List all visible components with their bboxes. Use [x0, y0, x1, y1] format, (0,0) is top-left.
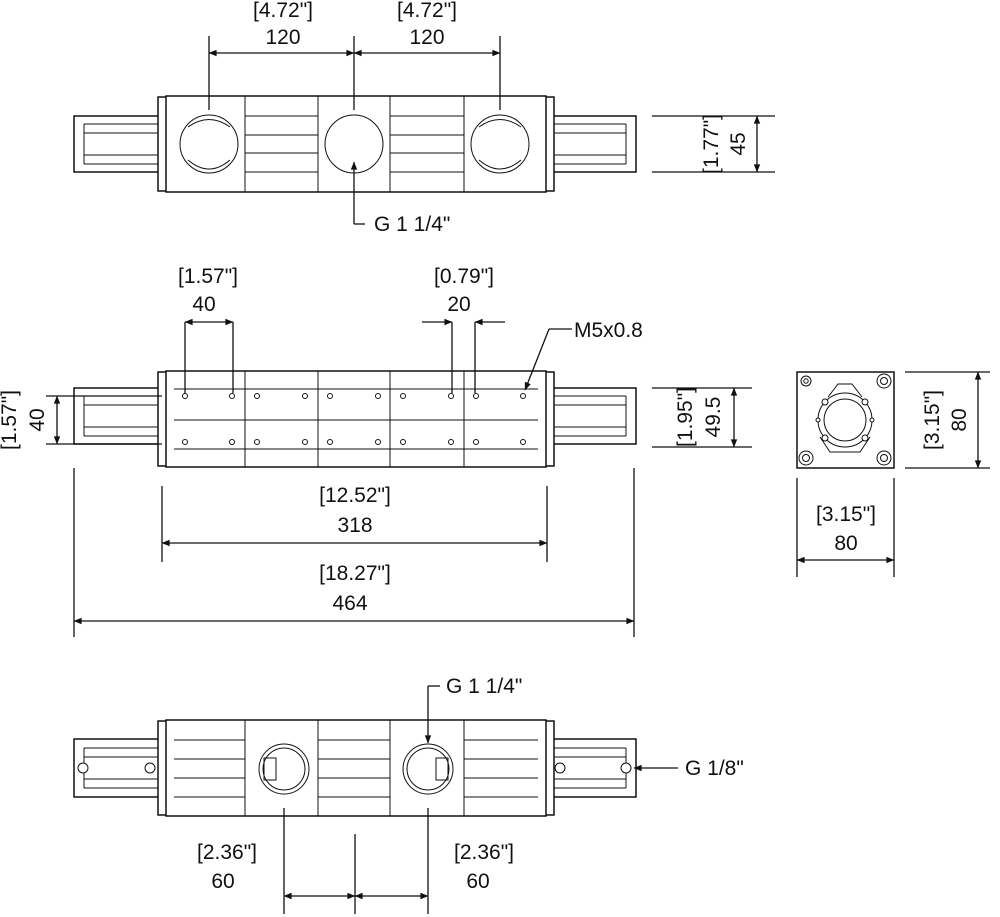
dim-spacing-left-inch: [4.72"] — [253, 0, 313, 22]
thread-label: M5x0.8 — [574, 319, 643, 342]
dim-end-width-mm: 80 — [834, 532, 857, 555]
threaded-hole-row-bottom — [182, 439, 526, 445]
port-hole-right — [470, 114, 530, 174]
dim-spacing-left-mm: 120 — [265, 26, 300, 49]
dim-spacing-right-inch: [4.72"] — [397, 0, 457, 22]
dim-rail-height-inch: [1.57"] — [0, 390, 21, 450]
dim-right-pitch-mm: 20 — [447, 293, 470, 316]
dim-height-mm: 45 — [727, 132, 750, 155]
dim-offset-left-mm: 60 — [211, 870, 234, 893]
dim-body-length-inch: [12.52"] — [319, 484, 391, 507]
port-hole-left — [179, 114, 239, 174]
threaded-hole-row-top — [182, 393, 526, 399]
dim-left-pitch-mm: 40 — [192, 293, 215, 316]
dim-end-height-mm: 80 — [948, 408, 971, 431]
dim-end-height-inch: [3.15"] — [921, 390, 944, 450]
dim-left-pitch-inch: [1.57"] — [178, 265, 238, 288]
dim-offset-left-inch: [2.36"] — [197, 841, 257, 864]
dim-offset-right-mm: 60 — [466, 870, 489, 893]
dim-rail-height-mm: 40 — [26, 408, 49, 431]
top-view: [4.72"] 120 [4.72"] 120 [1.77"] 45 G 1 1… — [73, 0, 775, 236]
rail-right-front — [545, 387, 637, 445]
rail-left — [73, 115, 165, 173]
port-label-bottom: G 1 1/4" — [446, 675, 522, 698]
dim-height-inch: [1.77"] — [700, 114, 723, 174]
dim-overall-length-mm: 464 — [332, 592, 367, 615]
bottom-body — [165, 719, 547, 817]
front-body — [165, 370, 547, 468]
dim-offset-right-inch: [2.36"] — [454, 841, 514, 864]
dim-body-height-inch: [1.95"] — [674, 387, 697, 447]
dim-body-height-mm: 49.5 — [702, 397, 725, 438]
rail-left-front — [73, 387, 165, 445]
dim-end-width-inch: [3.15"] — [816, 503, 876, 526]
dim-spacing-right-mm: 120 — [409, 26, 444, 49]
end-view: [3.15"] 80 [3.15"] 80 — [796, 371, 990, 577]
rail-left-bottom — [73, 738, 165, 798]
port-label-top: G 1 1/4" — [374, 213, 450, 236]
dim-body-length-mm: 318 — [337, 514, 372, 537]
rail-right — [545, 115, 637, 173]
front-view: [1.57"] 40 [0.79"] 20 M5x0.8 [1.57"] 40 … — [0, 265, 752, 637]
dim-overall-length-inch: [18.27"] — [319, 562, 391, 585]
rail-right-bottom — [545, 738, 637, 798]
rail-port-label: G 1/8" — [685, 757, 744, 780]
dim-right-pitch-inch: [0.79"] — [434, 265, 494, 288]
bottom-view: G 1 1/4" G 1/8" [2.36"] 60 [2.36"] 60 — [73, 675, 744, 914]
